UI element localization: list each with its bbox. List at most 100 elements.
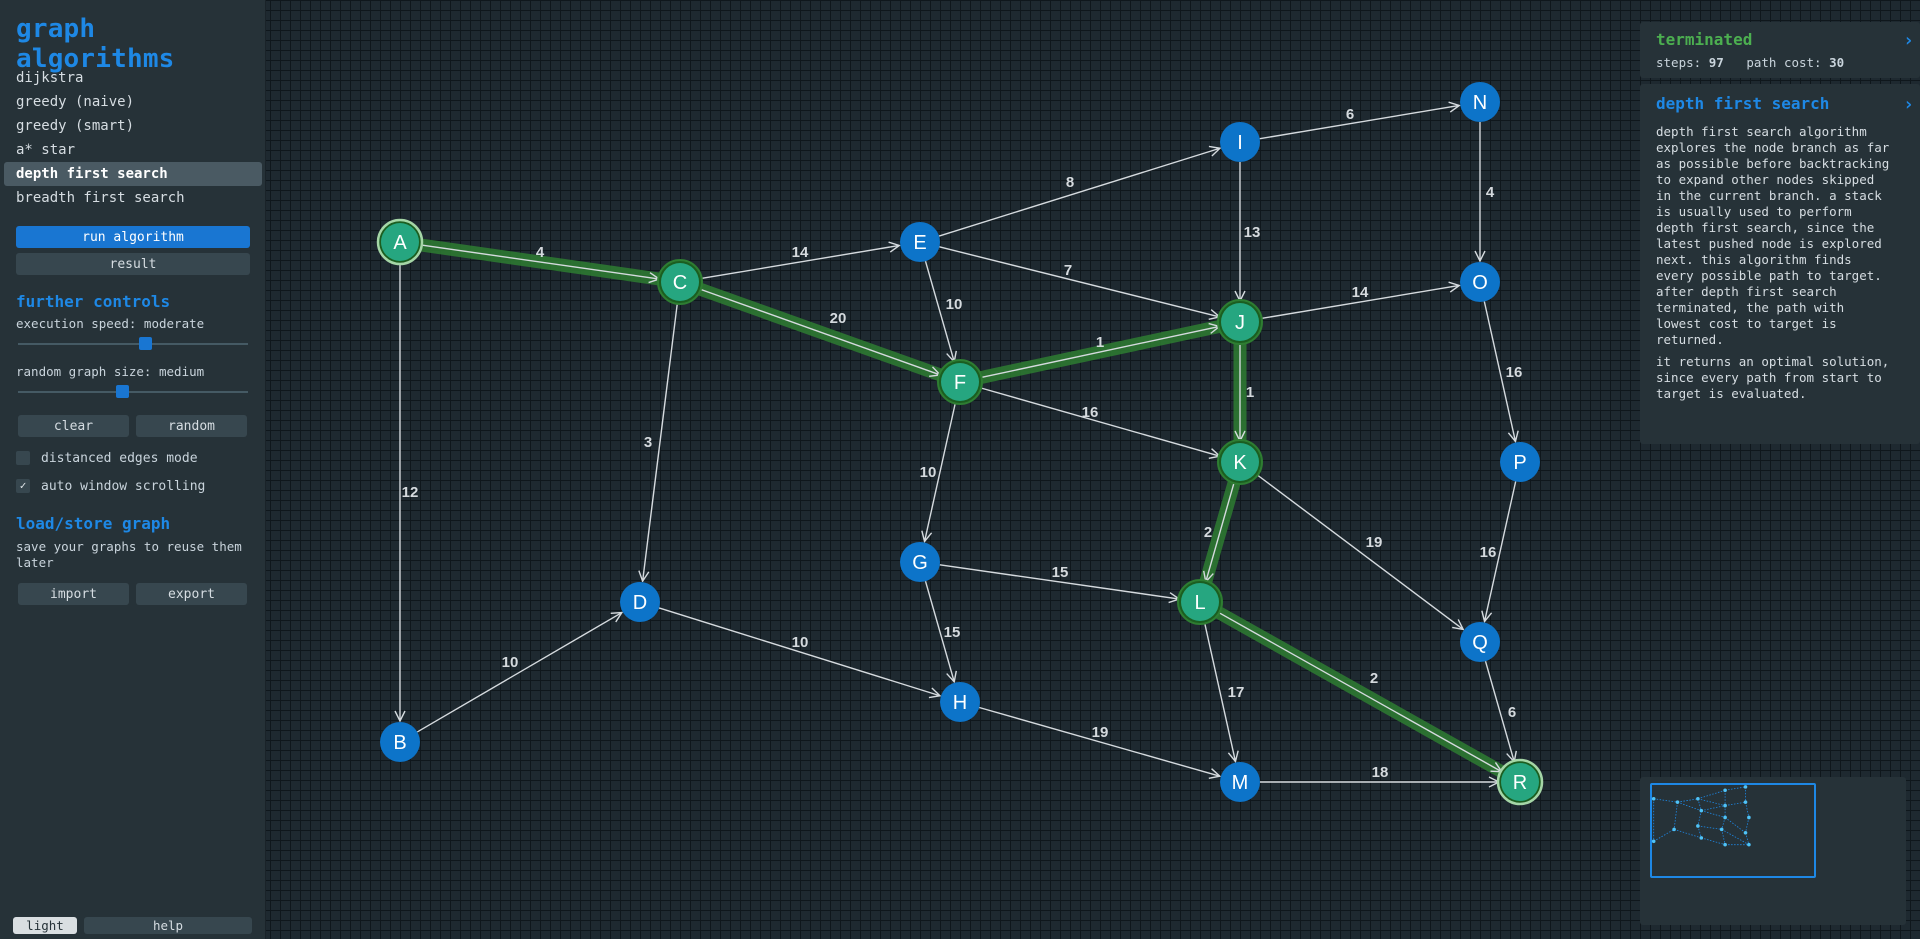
edge-K-Q[interactable]: [1255, 473, 1463, 629]
node-C[interactable]: C: [657, 259, 703, 305]
export-button[interactable]: export: [136, 583, 247, 605]
node-G[interactable]: G: [900, 542, 940, 582]
edge-C-D[interactable]: [643, 301, 679, 581]
help-button[interactable]: help: [84, 917, 252, 934]
execution-speed-slider-thumb[interactable]: [138, 337, 152, 350]
edge-L-M[interactable]: [1203, 621, 1235, 762]
node-E[interactable]: E: [900, 222, 940, 262]
minimap-edge: [1673, 802, 1678, 830]
steps-value: 97: [1708, 55, 1724, 70]
node-L[interactable]: L: [1177, 579, 1223, 625]
node-M[interactable]: M: [1220, 762, 1260, 802]
minimap-node: [1719, 827, 1724, 832]
edge-weight-label: 8: [1066, 174, 1074, 191]
chevron-right-icon[interactable]: ›: [1903, 94, 1914, 115]
chevron-right-icon[interactable]: ›: [1903, 30, 1914, 51]
edge-J-O[interactable]: [1259, 285, 1460, 320]
algorithm-item-greedy-smart[interactable]: greedy (smart): [16, 118, 135, 134]
edge-weight-label: 10: [946, 296, 963, 313]
node-R[interactable]: R: [1496, 758, 1544, 806]
edge-H-M[interactable]: [979, 706, 1220, 776]
node-H[interactable]: H: [940, 682, 980, 722]
clear-button[interactable]: clear: [18, 415, 129, 437]
edge-P-Q[interactable]: [1485, 481, 1517, 622]
minimap-panel[interactable]: [1640, 777, 1906, 925]
node-label: P: [1513, 452, 1526, 474]
edge-F-J[interactable]: [979, 326, 1220, 379]
node-label: A: [393, 232, 407, 254]
minimap-viewport[interactable]: [1650, 783, 1816, 878]
algorithm-item-greedy-naive[interactable]: greedy (naive): [16, 94, 135, 110]
edge-C-F[interactable]: [698, 288, 940, 375]
edge-weight-label: 15: [1052, 564, 1069, 581]
edge-weight-label: 10: [920, 464, 937, 481]
edge-O-P[interactable]: [1483, 301, 1515, 442]
edge-G-L[interactable]: [939, 564, 1179, 599]
algorithm-item-dijkstra[interactable]: dijkstra: [16, 70, 84, 86]
edge-C-E[interactable]: [699, 245, 900, 280]
node-label: D: [633, 592, 647, 614]
random-button[interactable]: random: [136, 415, 247, 437]
minimap-edge: [1745, 802, 1750, 818]
status-text: terminated: [1656, 30, 1753, 49]
node-circle: [1460, 262, 1500, 302]
node-label: H: [953, 692, 967, 714]
edge-E-F[interactable]: [924, 261, 954, 362]
auto-scrolling-label: auto window scrolling: [41, 479, 206, 494]
node-A[interactable]: A: [376, 218, 424, 266]
edge-E-J[interactable]: [939, 246, 1219, 317]
node-I[interactable]: I: [1220, 122, 1260, 162]
light-theme-button[interactable]: light: [13, 917, 77, 934]
auto-scrolling-checkbox[interactable]: ✓: [16, 479, 30, 493]
algorithm-item-a-star[interactable]: a* star: [16, 142, 76, 158]
edges-layer: 4121014203108710116101515196131412192171…: [393, 105, 1527, 789]
checkmark-icon: ✓: [19, 479, 27, 492]
edge-L-R[interactable]: [1217, 611, 1501, 772]
node-circle: [1500, 442, 1540, 482]
execution-speed-label: execution speed: moderate: [16, 316, 205, 331]
node-Q[interactable]: Q: [1460, 622, 1500, 662]
graph-size-slider[interactable]: [18, 385, 248, 398]
edge-F-K[interactable]: [979, 386, 1220, 456]
node-O[interactable]: O: [1460, 262, 1500, 302]
distanced-edges-checkbox[interactable]: [16, 451, 30, 465]
edge-K-L[interactable]: [1206, 481, 1236, 582]
minimap-edge: [1721, 817, 1726, 830]
execution-speed-slider[interactable]: [18, 337, 248, 350]
edge-G-H[interactable]: [924, 581, 954, 682]
algorithm-list: dijkstra greedy (naive) greedy (smart) a* s…: [4, 66, 262, 210]
further-controls-title: further controls: [16, 292, 171, 311]
node-K[interactable]: K: [1217, 439, 1263, 485]
minimap: [1651, 785, 1751, 847]
node-circle: [1221, 303, 1259, 341]
edge-weight-label: 16: [1506, 364, 1523, 381]
edge-F-G[interactable]: [925, 401, 957, 542]
edge-B-D[interactable]: [416, 613, 622, 733]
algorithm-item-depth-first-search[interactable]: depth first search: [4, 162, 262, 186]
import-button[interactable]: import: [18, 583, 129, 605]
node-P[interactable]: P: [1500, 442, 1540, 482]
run-algorithm-button[interactable]: run algorithm: [16, 226, 250, 248]
node-B[interactable]: B: [380, 722, 420, 762]
minimap-node: [1723, 788, 1727, 793]
edge-E-I[interactable]: [938, 148, 1220, 237]
edge-I-N[interactable]: [1259, 105, 1460, 140]
edge-weight-label: 19: [1092, 724, 1109, 741]
edge-A-C[interactable]: [419, 244, 659, 279]
result-button[interactable]: result: [16, 253, 250, 275]
minimap-edge: [1697, 798, 1726, 806]
edge-Q-R[interactable]: [1484, 661, 1514, 762]
edge-D-H[interactable]: [658, 607, 940, 696]
node-circle: [900, 222, 940, 262]
algorithm-item-breadth-first-search[interactable]: breadth first search: [16, 190, 185, 206]
node-D[interactable]: D: [620, 582, 660, 622]
node-F[interactable]: F: [937, 359, 983, 405]
minimap-edge: [1701, 805, 1726, 812]
minimap-node: [1743, 830, 1748, 835]
minimap-node: [1723, 803, 1727, 808]
node-N[interactable]: N: [1460, 82, 1500, 122]
node-J[interactable]: J: [1217, 299, 1263, 345]
graph-size-slider-thumb[interactable]: [115, 385, 129, 398]
